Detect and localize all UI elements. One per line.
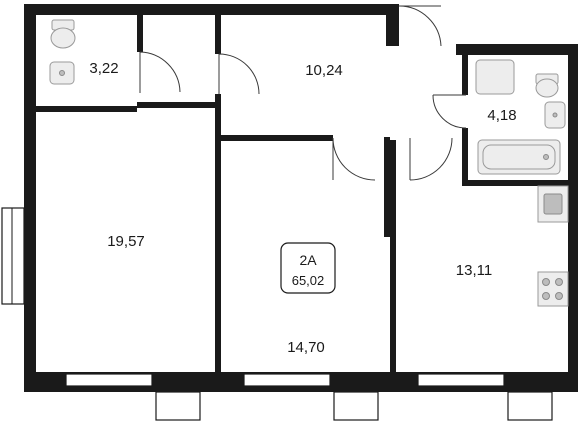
wall-top-right <box>456 44 578 55</box>
window-bottom-2 <box>243 373 331 387</box>
window-left <box>1 207 25 305</box>
bathroom-door <box>432 94 467 129</box>
balcony-3 <box>507 391 553 421</box>
badge-frame <box>280 242 336 294</box>
wall-right <box>568 44 578 392</box>
wall-kitchen-left <box>390 140 396 374</box>
room-area-bedroom-left: 19,57 <box>107 233 145 250</box>
balcony-2 <box>333 391 379 421</box>
entrance-door <box>398 5 442 47</box>
wall-bedroom-divider <box>215 94 221 374</box>
toilet-icon <box>50 19 76 49</box>
wall-entrance-jamb <box>386 4 399 46</box>
windows <box>1 207 553 421</box>
wc-sink-icon <box>49 61 75 85</box>
doors <box>139 5 467 181</box>
fixtures <box>49 19 569 307</box>
wall-left <box>24 4 36 392</box>
room-area-hall: 10,24 <box>305 62 343 79</box>
bathtub-icon <box>477 139 561 175</box>
shower-icon <box>475 59 515 95</box>
room-area-kitchen: 13,11 <box>456 262 492 279</box>
wall-hall-left-upper <box>215 14 221 54</box>
wall-middle-top <box>219 135 333 141</box>
wall-wc-bottom <box>24 106 137 112</box>
wall-wc-right-upper <box>137 14 143 52</box>
wall-bath-bottom <box>462 180 568 186</box>
wall-wc-hall-bottom <box>137 102 219 108</box>
room-area-wc: 3,22 <box>89 60 118 77</box>
kitchen-door <box>409 137 453 181</box>
apartment-type: 2А <box>299 252 317 268</box>
washbasin-icon <box>544 101 566 129</box>
wc-door <box>139 51 181 93</box>
interior-walls <box>24 14 568 374</box>
window-bottom-3 <box>417 373 505 387</box>
wall-bath-left-lower <box>462 128 468 184</box>
apartment-badge: 2А 65,02 <box>280 242 336 294</box>
wall-kitchen-left-upper <box>384 137 390 237</box>
room-area-bedroom-middle: 14,70 <box>287 339 325 356</box>
room-area-bathroom: 4,18 <box>487 107 516 124</box>
kitchen-sink-icon <box>537 185 569 223</box>
apartment-total-area: 65,02 <box>292 273 325 288</box>
balcony-1 <box>155 391 201 421</box>
room-labels: 3,22 10,24 4,18 19,57 14,70 13,11 <box>89 60 516 356</box>
toilet-icon <box>535 73 559 98</box>
wall-bath-left-upper <box>462 55 468 95</box>
window-bottom-1 <box>65 373 153 387</box>
bedroom-door <box>332 137 376 181</box>
stove-icon <box>537 271 569 307</box>
hall-door <box>218 53 260 95</box>
wall-top-left <box>24 4 386 15</box>
